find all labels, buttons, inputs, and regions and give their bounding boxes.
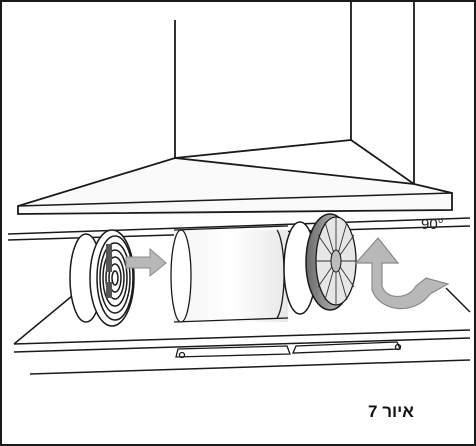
carbon-filter-left [69,229,135,327]
figure-caption: איור 7 [368,402,414,421]
carbon-filter-right [283,213,357,315]
rotate-arrow-icon [354,237,450,310]
chimney [174,2,415,185]
hood-canopy [17,157,453,215]
rotation-angle-label: 90° [421,216,444,233]
slide-arrow-icon [125,247,167,278]
grease-rail [175,341,402,359]
motor-housing [170,225,289,323]
